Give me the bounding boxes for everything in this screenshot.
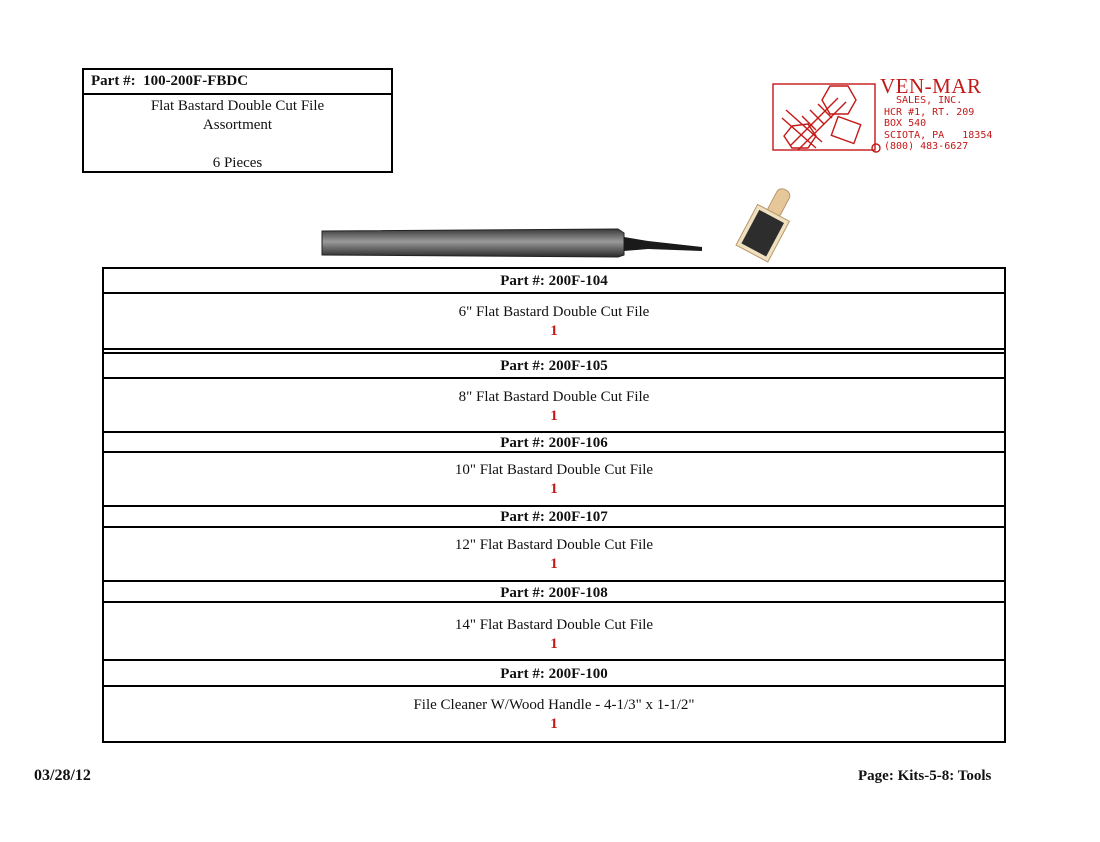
part-row-200f-105: 8" Flat Bastard Double Cut File 1 (104, 379, 1004, 433)
part-quantity: 1 (550, 636, 558, 652)
part-description: 8" Flat Bastard Double Cut File (458, 389, 650, 405)
kit-pieces: 6 Pieces (212, 155, 263, 171)
footer-page-label: Page: Kits-5-8: Tools (858, 768, 992, 784)
company-address: SALES, INC. HCR #1, RT. 209 BOX 540 SCIO… (884, 95, 992, 153)
part-header-200f-108: Part #: 200F-108 (104, 582, 1004, 603)
kit-description-line1: Flat Bastard Double Cut File (150, 98, 325, 114)
kit-description: Flat Bastard Double Cut File Assortment … (84, 95, 391, 173)
company-logo-icon (772, 83, 881, 153)
footer-date: 03/28/12 (34, 767, 91, 784)
kit-part-value: 100-200F-FBDC (143, 73, 249, 89)
file-cleaner-image (735, 188, 791, 263)
company-line2: HCR #1, RT. 209 (884, 106, 975, 118)
part-row-200f-100: File Cleaner W/Wood Handle - 4-1/3" x 1-… (104, 687, 1004, 743)
part-quantity: 1 (550, 716, 558, 732)
part-description: File Cleaner W/Wood Handle - 4-1/3" x 1-… (413, 697, 695, 713)
company-name: VEN-MAR (880, 74, 982, 98)
company-line5: (800) 483-6627 (884, 141, 969, 152)
part-header-200f-100: Part #: 200F-100 (104, 661, 1004, 687)
part-description: 12" Flat Bastard Double Cut File (454, 537, 654, 553)
part-quantity: 1 (550, 408, 558, 424)
company-line1: SALES, INC. (896, 95, 963, 106)
part-row-200f-106: 10" Flat Bastard Double Cut File 1 (104, 453, 1004, 507)
part-description: 14" Flat Bastard Double Cut File (454, 617, 654, 633)
part-description: 10" Flat Bastard Double Cut File (454, 462, 654, 478)
part-header-200f-106: Part #: 200F-106 (104, 433, 1004, 453)
part-description: 6" Flat Bastard Double Cut File (458, 304, 650, 320)
kit-part-number: Part #: 100-200F-FBDC (84, 70, 391, 95)
part-row-200f-108: 14" Flat Bastard Double Cut File 1 (104, 603, 1004, 661)
part-row-200f-107: 12" Flat Bastard Double Cut File 1 (104, 528, 1004, 582)
parts-table: Part #: 200F-104 6" Flat Bastard Double … (102, 267, 1006, 743)
kit-part-label: Part #: (91, 73, 136, 89)
part-row-200f-104: 6" Flat Bastard Double Cut File 1 (104, 294, 1004, 350)
company-line4: SCIOTA, PA 18354 (884, 129, 993, 141)
part-quantity: 1 (550, 481, 558, 497)
kit-summary-box: Part #: 100-200F-FBDC Flat Bastard Doubl… (82, 68, 393, 173)
part-header-200f-105: Part #: 200F-105 (104, 352, 1004, 379)
company-line3: BOX 540 (884, 118, 927, 129)
kit-description-line2: Assortment (202, 117, 273, 133)
part-header-200f-107: Part #: 200F-107 (104, 507, 1004, 528)
part-quantity: 1 (550, 323, 558, 339)
part-header-200f-104: Part #: 200F-104 (104, 269, 1004, 294)
part-quantity: 1 (550, 556, 558, 572)
flat-file-image (321, 228, 702, 258)
